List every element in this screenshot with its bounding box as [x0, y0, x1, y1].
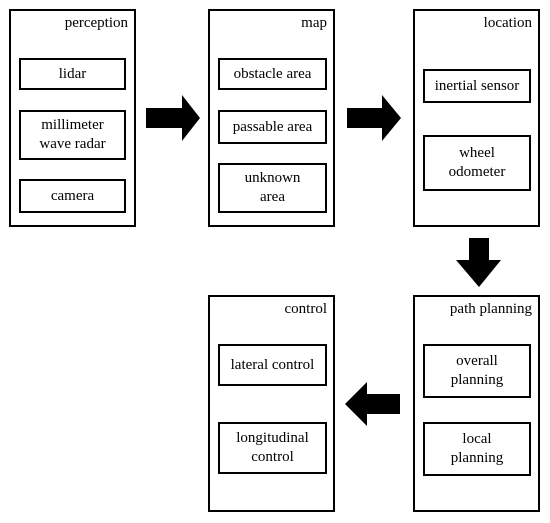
item-wheel-odometer: wheel odometer [423, 135, 531, 191]
panel-title: location [483, 15, 532, 31]
item-lateral-control: lateral control [218, 344, 327, 386]
panel-control: control lateral control longitudinal con… [208, 295, 335, 512]
item-camera: camera [19, 179, 126, 213]
arrow-map-to-location [347, 95, 401, 141]
panel-map: map obstacle area passable area unknown … [208, 9, 335, 227]
item-millimeter-wave-radar: millimeter wave radar [19, 110, 126, 160]
item-local-planning: local planning [423, 422, 531, 476]
item-lidar: lidar [19, 58, 126, 90]
item-unknown-area: unknown area [218, 163, 327, 213]
arrow-perception-to-map [146, 95, 200, 141]
item-overall-planning: overall planning [423, 344, 531, 398]
panel-title: map [301, 15, 327, 31]
panel-perception: perception lidar millimeter wave radar c… [9, 9, 136, 227]
panel-title: perception [64, 15, 128, 31]
arrow-path-planning-to-control [345, 382, 400, 426]
panel-location: location inertial sensor wheel odometer [413, 9, 540, 227]
panel-path-planning: path planning overall planning local pla… [413, 295, 540, 512]
panel-title: path planning [449, 301, 532, 317]
item-longitudinal-control: longitudinal control [218, 422, 327, 474]
item-inertial-sensor: inertial sensor [423, 69, 531, 103]
item-passable-area: passable area [218, 110, 327, 144]
item-obstacle-area: obstacle area [218, 58, 327, 90]
panel-title: control [284, 301, 328, 317]
arrow-location-to-path-planning [456, 238, 501, 287]
